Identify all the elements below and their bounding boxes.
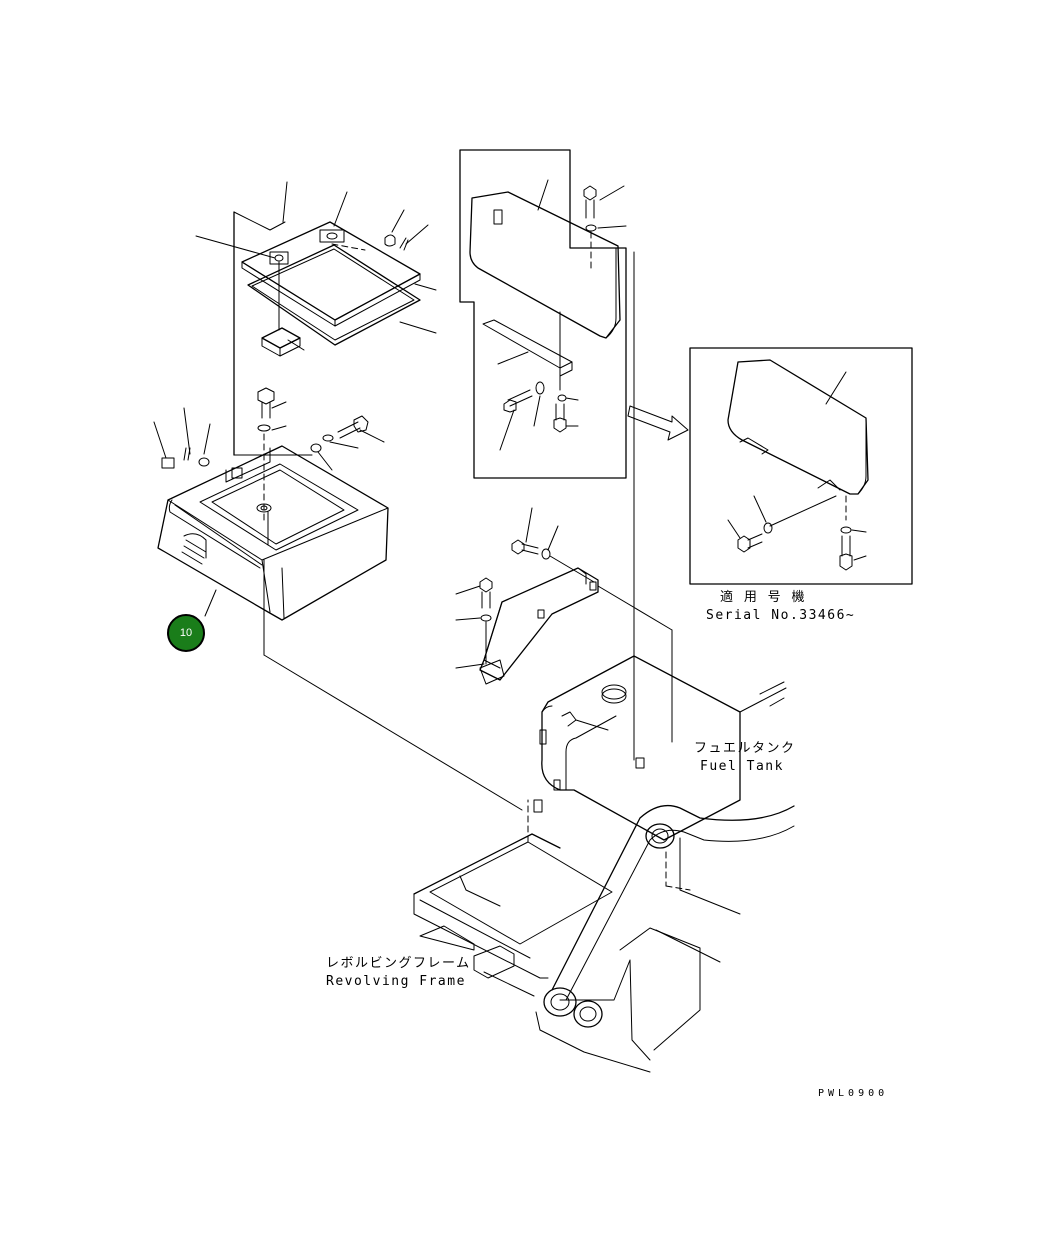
revolving-frame xyxy=(413,799,795,1073)
bracket-assembly xyxy=(455,507,673,743)
variant-step-box xyxy=(689,347,913,585)
toolbox-body xyxy=(153,387,523,811)
serial-label-en: Serial No.33466~ xyxy=(706,608,856,623)
fuel-tank-label-en: Fuel Tank xyxy=(700,759,784,774)
drawing-code: PWL0900 xyxy=(818,1088,889,1099)
callout-10-button[interactable]: 10 xyxy=(167,614,205,652)
fuel-tank-label-jp: フュエルタンク xyxy=(694,741,796,756)
variant-arrow-icon xyxy=(627,405,689,441)
revolving-frame-label-en: Revolving Frame xyxy=(326,974,466,989)
serial-label-jp: 適 用 号 機 xyxy=(720,590,806,605)
toolbox-lid-assembly xyxy=(195,181,437,456)
revolving-frame-label-jp: レボルビングフレーム xyxy=(326,956,471,971)
callout-10-label: 10 xyxy=(179,627,193,639)
step-assembly-box xyxy=(459,149,635,761)
fuel-tank xyxy=(539,655,787,841)
